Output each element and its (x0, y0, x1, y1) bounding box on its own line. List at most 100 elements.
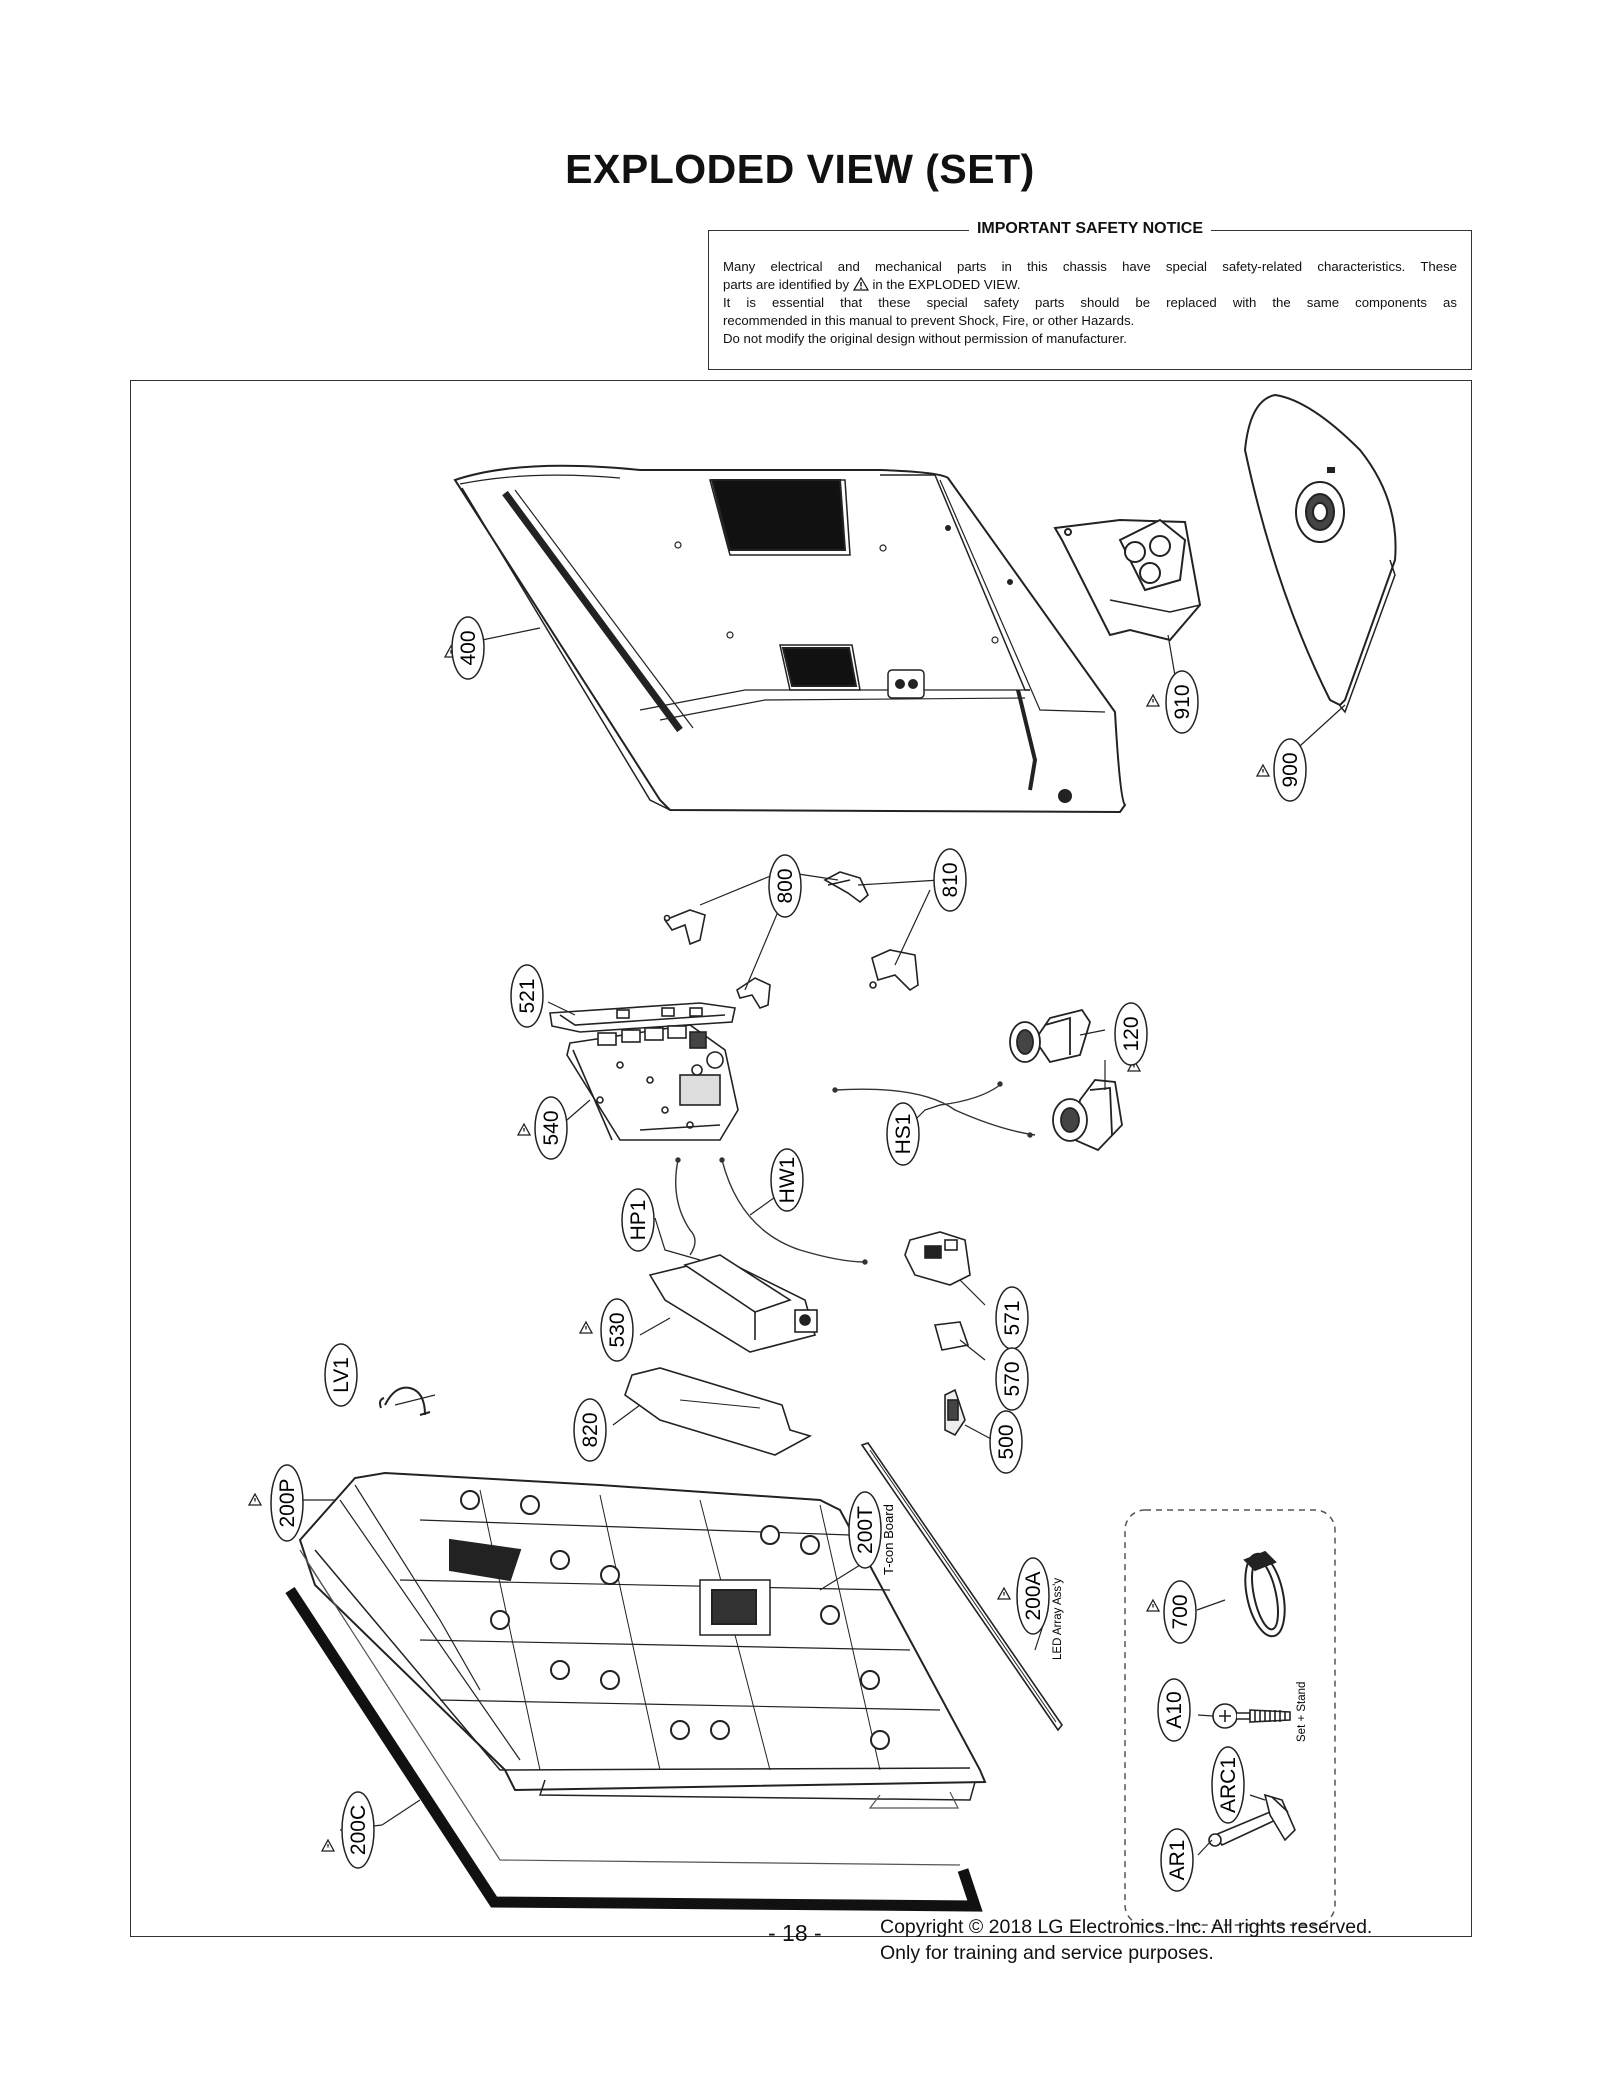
callout-hw1: HW1 (770, 1148, 804, 1212)
callout-820: 820 (573, 1398, 607, 1462)
warning-triangle-icon (320, 1838, 336, 1852)
callout-label: 200A (1022, 1571, 1045, 1620)
notice-line-3: It is essential that these special safet… (723, 295, 1457, 310)
notice-line-4: recommended in this manual to prevent Sh… (723, 313, 1135, 328)
callout-120: 120 (1114, 1002, 1148, 1066)
callout-521: 521 (510, 964, 544, 1028)
callout-label: 910 (1171, 684, 1194, 719)
callout-label: HW1 (776, 1157, 799, 1204)
cable-lv1 (379, 1386, 431, 1416)
callout-label: 800 (774, 868, 797, 903)
callout-arc1: ARC1 (1211, 1746, 1245, 1824)
set-stand-annotation: Set + Stand (1296, 1682, 1308, 1742)
callout-label: 530 (606, 1312, 629, 1347)
safety-notice-body: Many electrical and mechanical parts in … (723, 258, 1457, 348)
callout-810: 810 (933, 848, 967, 912)
callout-900: 900 (1273, 738, 1307, 802)
warning-triangle-icon (516, 1122, 532, 1136)
cables (675, 1081, 1036, 1265)
callout-200t: 200T (848, 1491, 882, 1569)
callout-label: 700 (1169, 1594, 1192, 1629)
notice-line-2: parts are identified by in the EXPLODED … (723, 277, 1021, 292)
warning-triangle-icon (1255, 763, 1271, 777)
callout-label: 500 (995, 1424, 1018, 1459)
panel-frame-200C (285, 1586, 983, 1912)
callout-label: 900 (1279, 752, 1302, 787)
callout-label: 200C (347, 1805, 370, 1855)
callout-label: LV1 (330, 1357, 353, 1393)
callout-910: 910 (1165, 670, 1199, 734)
panel-sheet-thin (299, 1549, 961, 1866)
callout-540: 540 (534, 1096, 568, 1160)
insulator-sheet-820 (624, 1367, 813, 1456)
callout-500: 500 (989, 1410, 1023, 1474)
callout-label: 540 (540, 1110, 563, 1145)
callout-label: 400 (457, 630, 480, 665)
callout-570: 570 (995, 1347, 1029, 1411)
callout-label: 570 (1001, 1361, 1024, 1396)
copyright-line-1: Copyright © 2018 LG Electronics. Inc. Al… (880, 1916, 1373, 1938)
callout-400: 400 (451, 616, 485, 680)
led-annotation: LED Array Ass'y (1052, 1578, 1064, 1660)
tcon-annotation: T-con Board (881, 1504, 896, 1575)
back-cover-400 (453, 464, 1127, 814)
callout-a10: A10 (1157, 1678, 1191, 1742)
callout-label: HP1 (627, 1200, 650, 1241)
callout-label: 810 (939, 862, 962, 897)
page-number: - 18 - (768, 1920, 822, 1946)
speakers-120 (1009, 1008, 1123, 1152)
callout-200p: 200P (270, 1464, 304, 1542)
diagram-frame (130, 380, 1472, 1937)
callout-label: 200T (854, 1506, 877, 1554)
callout-label: ARC1 (1217, 1757, 1240, 1813)
callout-label: HS1 (892, 1114, 915, 1155)
callout-800: 800 (768, 854, 802, 918)
callout-hp1: HP1 (621, 1188, 655, 1252)
remote-700 (1243, 1550, 1286, 1638)
copyright: Copyright © 2018 LG Electronics. Inc. Al… (880, 1914, 1372, 1966)
warning-triangle-icon (578, 1320, 594, 1334)
callout-700: 700 (1163, 1580, 1197, 1644)
safety-notice-heading: IMPORTANT SAFETY NOTICE (968, 220, 1212, 237)
callout-label: 820 (579, 1412, 602, 1447)
power-board-530 (648, 1254, 818, 1353)
callout-lv1: LV1 (324, 1343, 358, 1407)
safety-notice-box: IMPORTANT SAFETY NOTICE Many electrical … (708, 220, 1472, 370)
callout-label: 200P (276, 1478, 299, 1527)
brackets-800-810 (663, 871, 919, 1009)
leader-lines (298, 627, 1346, 1856)
main-board-540 (566, 1024, 739, 1141)
warning-triangle-icon (996, 1586, 1012, 1600)
callout-label: 120 (1120, 1016, 1143, 1051)
stand-base-900 (1243, 393, 1397, 714)
accessory-box (1124, 1509, 1336, 1926)
warning-triangle-icon (1145, 693, 1161, 707)
callout-label: 521 (516, 978, 539, 1013)
warning-triangle-icon (1145, 1598, 1161, 1612)
bracket-521 (549, 1002, 736, 1033)
panel-200 (298, 1471, 987, 1801)
screw-A10 (1212, 1703, 1291, 1729)
callout-571: 571 (995, 1286, 1029, 1350)
notice-line-5: Do not modify the original design withou… (723, 331, 1127, 346)
callout-label: A10 (1163, 1691, 1186, 1728)
callout-ar1: AR1 (1160, 1828, 1194, 1892)
stand-body-910 (1053, 518, 1202, 642)
notice-line-1: Many electrical and mechanical parts in … (723, 259, 1457, 274)
warning-triangle-icon (852, 277, 869, 291)
callout-530: 530 (600, 1298, 634, 1362)
safety-warning-icons (247, 644, 1271, 1852)
callout-hs1: HS1 (886, 1102, 920, 1166)
callout-label: AR1 (1166, 1840, 1189, 1881)
led-bar-200A (860, 1442, 1063, 1732)
callout-200c: 200C (341, 1791, 375, 1869)
ir-parts (904, 1231, 971, 1437)
copyright-line-2: Only for training and service purposes. (880, 1942, 1214, 1964)
warning-triangle-icon (247, 1492, 263, 1506)
page-title: EXPLODED VIEW (SET) (565, 146, 1035, 192)
callout-label: 571 (1001, 1300, 1024, 1335)
cable-holder-AR1-ARC1 (1208, 1793, 1296, 1847)
callout-200a: 200A (1016, 1557, 1050, 1635)
